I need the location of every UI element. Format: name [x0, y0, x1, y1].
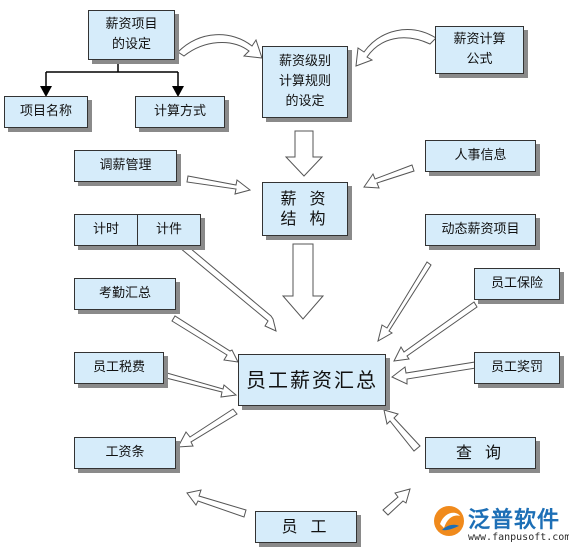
curved-arrow-item-to-rule: [177, 34, 263, 59]
tree-arrowhead-left: [40, 86, 52, 97]
node-divider: [137, 215, 138, 245]
node-salary-structure: 薪 资 结 构: [262, 182, 348, 236]
arrow-dynamic-to-summary: [377, 261, 432, 343]
node-time-based: 计时: [92, 222, 119, 237]
arrow-reward-to-summary: [391, 361, 477, 385]
node-employee: 员 工: [255, 511, 357, 543]
node-personnel-info: 人事信息: [425, 140, 536, 172]
node-piece-based: 计件: [155, 222, 182, 237]
node-item-name: 项目名称: [4, 96, 88, 128]
arrow-attendance-to-summary: [171, 315, 239, 363]
arrow-tax-to-summary: [165, 372, 238, 398]
fanpusoft-logo: 泛普软件 www.fanpusoft.com: [432, 502, 569, 548]
node-salary-item-setup: 薪资项目 的设定: [88, 10, 175, 60]
arrow-personnel-to-structure: [363, 164, 415, 189]
arrow-time-to-summary: [173, 237, 277, 332]
arrow-adjust-to-structure: [186, 175, 252, 195]
node-query: 查 询: [425, 437, 536, 469]
node-payslip: 工资条: [74, 437, 176, 469]
logo-brand-name: 泛普软件: [468, 508, 561, 533]
node-employee-reward: 员工奖罚: [474, 352, 560, 384]
node-salary-adjust: 调薪管理: [74, 150, 177, 182]
node-time-piece: 计时 计件: [74, 214, 201, 246]
arrow-employee-to-query: [382, 488, 411, 516]
node-calc-formula: 薪资计算 公式: [435, 26, 524, 74]
arrow-query-to-summary: [383, 409, 421, 452]
arrow-employee-to-payslip: [186, 489, 247, 518]
arrow-summary-to-payslip: [177, 408, 238, 448]
arrow-structure-to-summary: [281, 243, 325, 320]
arrow-rule-to-structure: [284, 130, 324, 177]
tree-connector: [45, 60, 179, 86]
node-grade-rule-setup: 薪资级别 计算规则 的设定: [262, 46, 348, 118]
arrow-insurance-to-summary: [393, 301, 478, 362]
node-salary-summary: 员工薪资汇总: [238, 354, 386, 406]
node-attendance-summary: 考勤汇总: [74, 278, 176, 310]
node-calc-method: 计算方式: [135, 96, 225, 128]
logo-url: www.fanpusoft.com: [468, 532, 569, 543]
fanpusoft-logo-icon: [434, 506, 464, 536]
node-employee-tax: 员工税费: [74, 352, 164, 384]
node-dynamic-items: 动态薪资项目: [425, 214, 536, 246]
node-employee-insurance: 员工保险: [474, 268, 560, 300]
curved-arrow-formula-to-rule: [355, 29, 437, 67]
tree-arrowhead-right: [172, 86, 184, 97]
